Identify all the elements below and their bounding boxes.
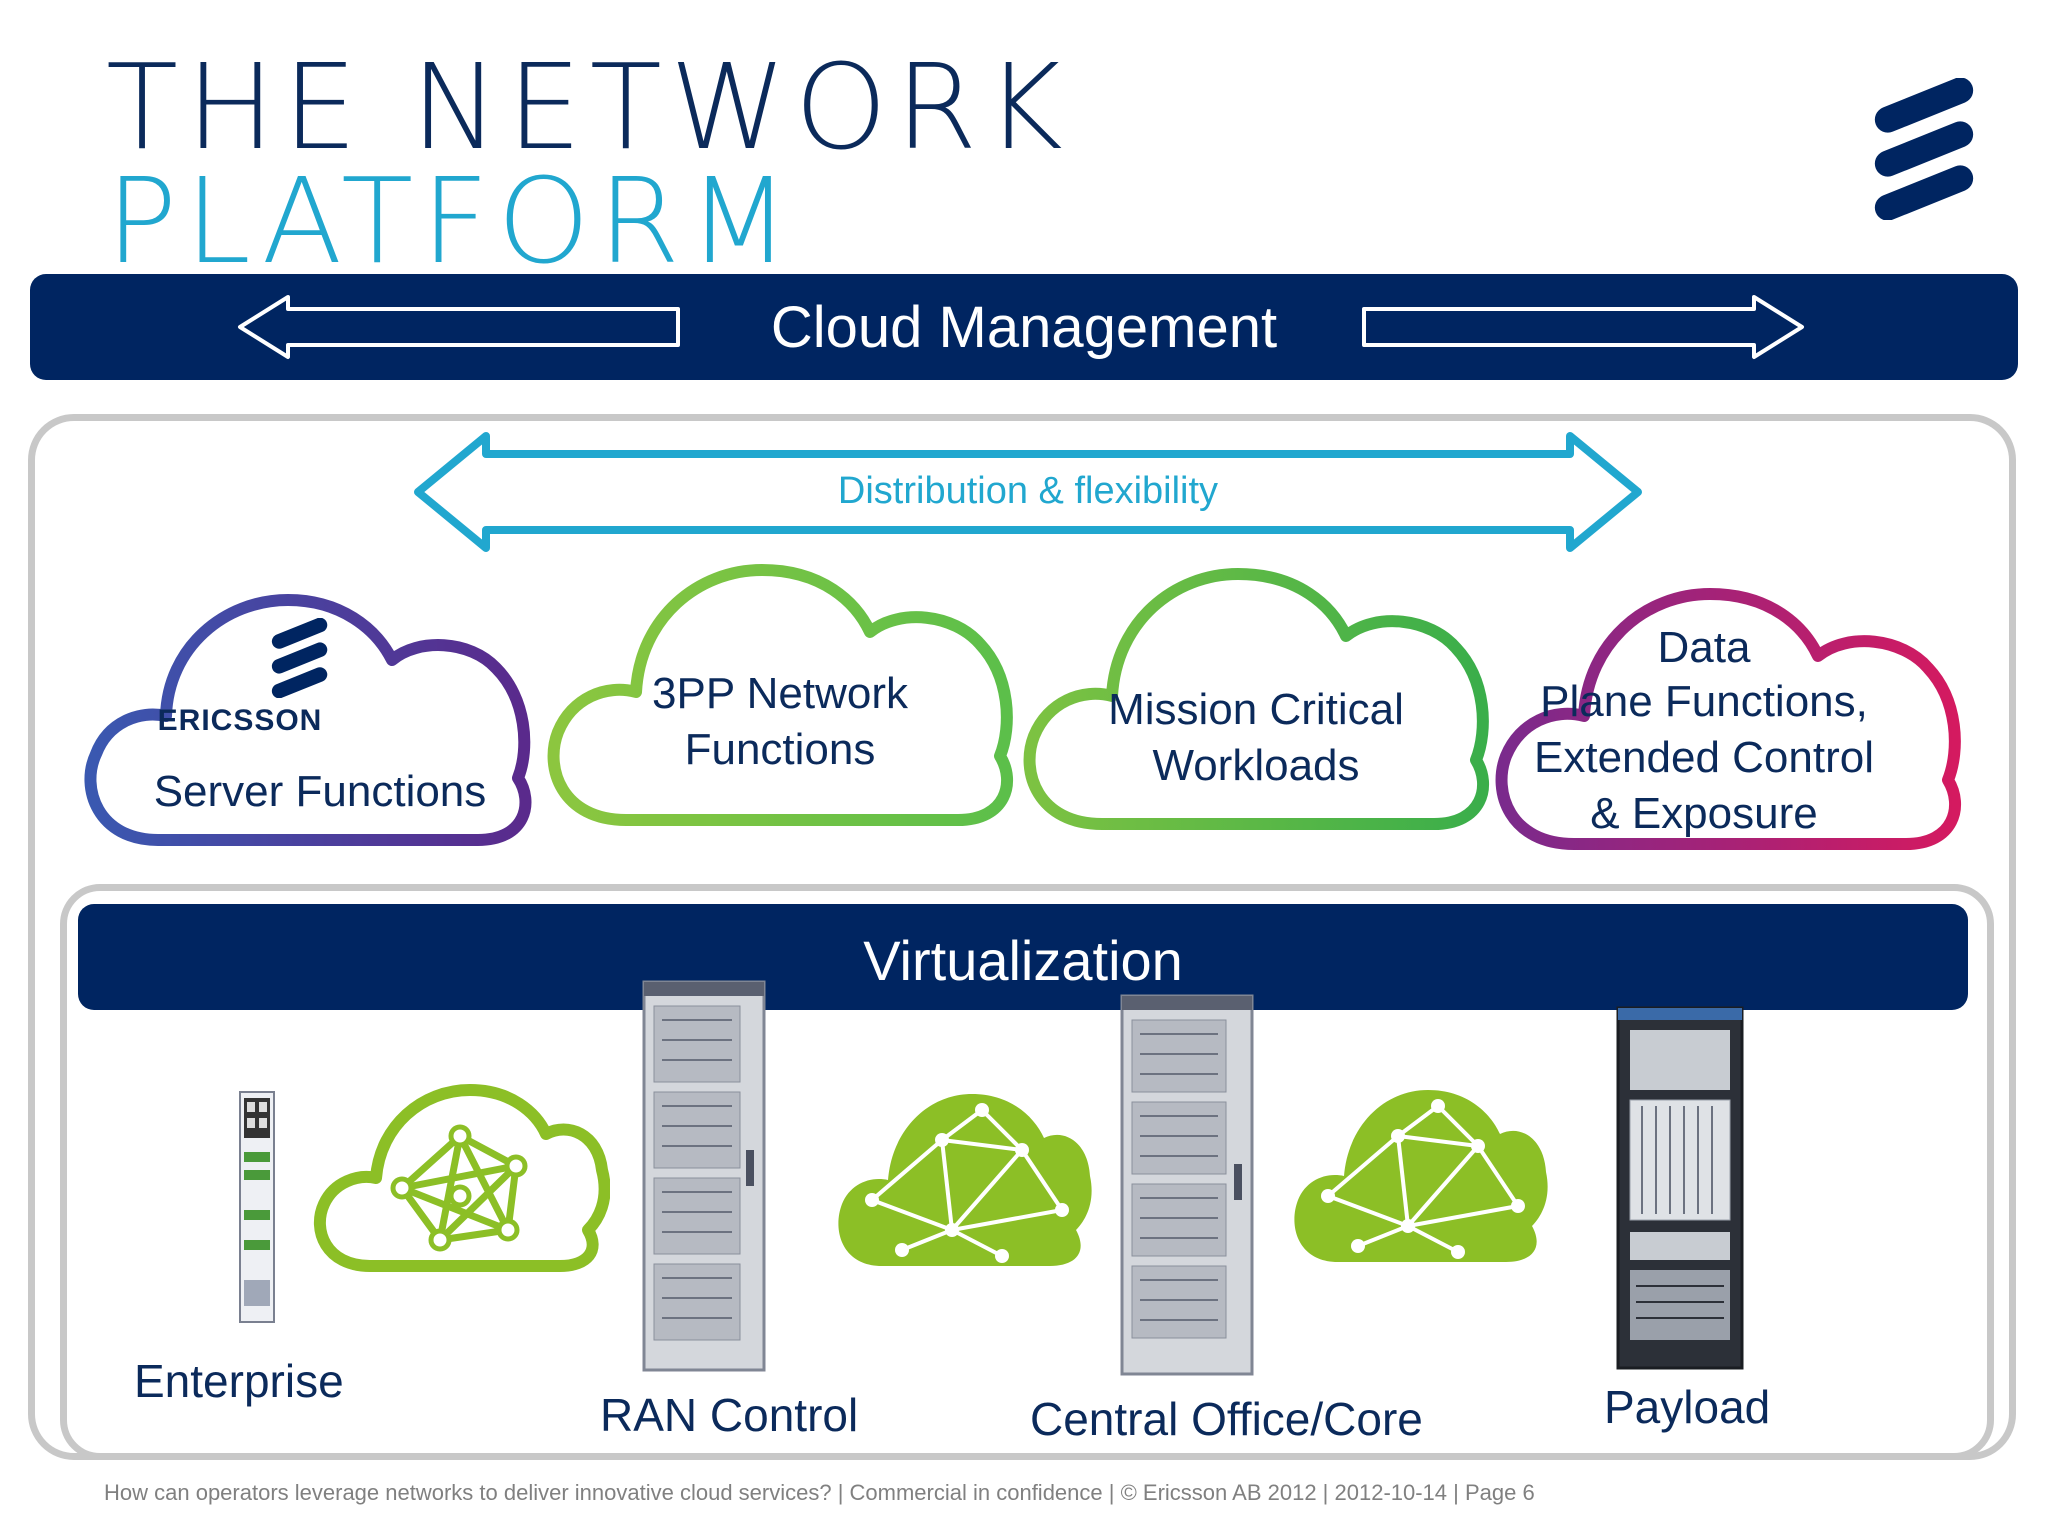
- network-cloud-icon: [838, 1094, 1092, 1266]
- cloud-label-line-4: & Exposure: [1590, 789, 1818, 838]
- cloud-outline-icon: [1495, 588, 1962, 850]
- server-rack-icon: [1616, 1006, 1744, 1370]
- cloud-mission-critical-workloads: Mission Critical Workloads: [1016, 562, 1496, 834]
- hardware-label-central-office: Central Office/Core: [1030, 1393, 1423, 1445]
- enterprise-board-icon: [239, 1091, 275, 1323]
- hardware-label-payload: Payload: [1604, 1381, 1771, 1433]
- hardware-label-ran-control: RAN Control: [600, 1389, 859, 1441]
- cloud-label-line-2: Functions: [684, 725, 876, 774]
- double-arrow-icon: [414, 432, 1642, 552]
- title-line-2: PLATFORM: [106, 152, 798, 290]
- cloud-label-line-3: Extended Control: [1534, 733, 1874, 782]
- ericsson-logo-icon: [1874, 78, 1974, 220]
- server-rack-icon: [642, 980, 766, 1372]
- network-cloud-icon: [314, 1084, 610, 1272]
- cloud-management-label: Cloud Management: [770, 295, 1278, 360]
- virtualization-label: Virtualization: [863, 929, 1183, 992]
- cloud-label-line-1: 3PP Network: [652, 669, 908, 718]
- ericsson-wordmark: ERICSSON: [157, 704, 323, 737]
- cloud-3pp-network-functions: 3PP Network Functions: [540, 558, 1020, 830]
- cloud-server-functions: ERICSSON Server Functions: [78, 578, 542, 848]
- slide-footer: How can operators leverage networks to d…: [104, 1480, 1535, 1505]
- cloud-label-line-2: Plane Functions,: [1540, 677, 1868, 726]
- cloud-label-line-2: Workloads: [1152, 741, 1360, 790]
- server-rack-icon: [1120, 994, 1254, 1376]
- cloud-outline-icon: [84, 594, 532, 846]
- distribution-label: Distribution & flexibility: [837, 470, 1219, 512]
- virtualization-bar: Virtualization: [78, 904, 1968, 1010]
- title-line-1: THE NETWORK: [106, 38, 1071, 176]
- cloud-label-line-1: Mission Critical: [1108, 685, 1404, 734]
- cloud-management-bar: Cloud Management: [30, 274, 2018, 380]
- right-arrow-icon: [1362, 295, 1804, 359]
- cloud-label-line-1: Data: [1657, 623, 1751, 672]
- hardware-label-enterprise: Enterprise: [134, 1355, 344, 1407]
- cloud-outline-icon: [547, 564, 1014, 826]
- left-arrow-icon: [238, 295, 680, 359]
- virtualization-frame: [60, 884, 1994, 1460]
- network-cloud-icon: [1294, 1090, 1548, 1262]
- cloud-label: Server Functions: [153, 767, 487, 816]
- cloud-outline-icon: [1023, 568, 1490, 830]
- cloud-data-plane-functions: Data Plane Functions, Extended Control &…: [1488, 578, 1968, 854]
- ericsson-logo-icon: [271, 618, 328, 698]
